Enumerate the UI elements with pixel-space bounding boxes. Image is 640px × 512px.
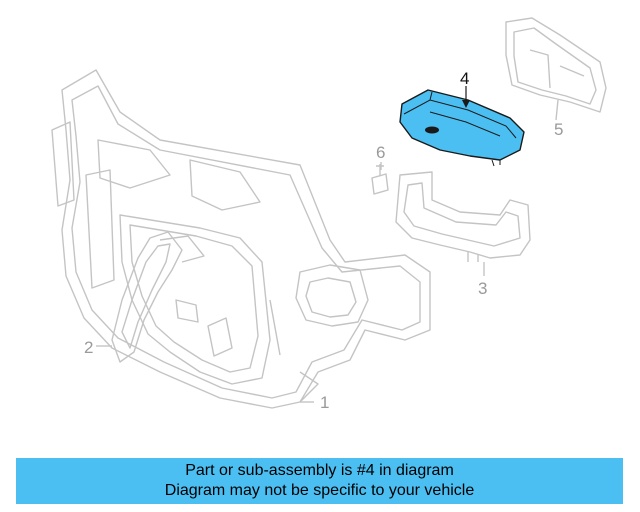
banner-line-disclaimer: Diagram may not be specific to your vehi… (164, 482, 475, 499)
callout-part-2: 2 (84, 338, 93, 357)
bolt-part-6 (371, 164, 389, 195)
shroud-part-3 (395, 171, 531, 262)
info-banner: Part or sub-assembly is #4 in diagram Di… (16, 458, 623, 504)
bracket-part-2 (111, 231, 205, 363)
deflector-part-5 (505, 17, 607, 113)
leader-line-5 (555, 99, 559, 121)
radiator-support-part-1 (51, 69, 431, 409)
callout-part-4: 4 (460, 69, 469, 88)
air-deflector-part-4[interactable] (399, 86, 525, 167)
callout-part-6: 6 (376, 143, 385, 162)
banner-line-part-number: Part or sub-assembly is #4 in diagram (185, 462, 454, 479)
parts-diagram: 1 2 3 4 5 6 (51, 17, 607, 412)
callout-part-3: 3 (478, 279, 487, 298)
callout-part-5: 5 (554, 120, 563, 139)
callout-part-1: 1 (320, 393, 329, 412)
